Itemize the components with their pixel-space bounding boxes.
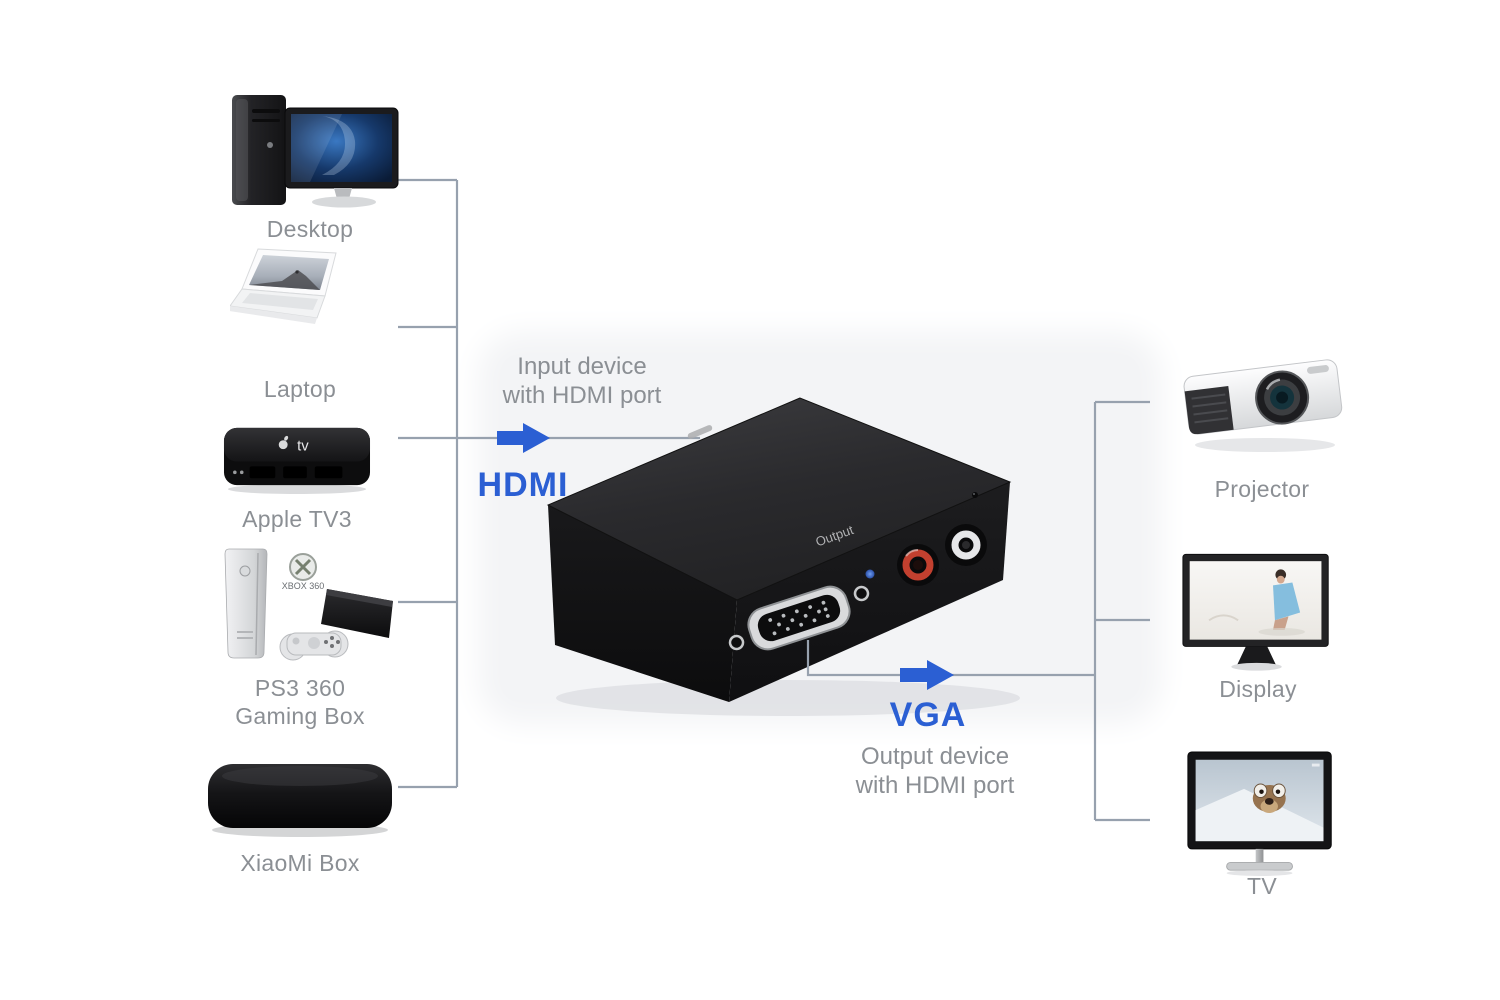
gaming-consoles-label-line2: Gaming Box xyxy=(235,703,365,729)
converter-left-face xyxy=(548,505,737,702)
xiaomi-box-icon xyxy=(208,764,392,837)
input-annotation-line2: with HDMI port xyxy=(502,382,662,409)
xbox-logo-text: XBOX 360 xyxy=(282,581,325,591)
tv-screen-character xyxy=(1252,783,1286,814)
vga-port-label: VGA xyxy=(889,696,967,734)
apple-tv-icon: tv xyxy=(223,427,371,495)
device-xiaomi-box xyxy=(200,760,400,845)
device-tv xyxy=(1184,750,1339,883)
output-annotation-line1: Output device xyxy=(860,743,1010,770)
hdmi-arrow-icon xyxy=(497,423,550,453)
hdmi-port-marking xyxy=(687,425,713,439)
desktop-icon xyxy=(232,95,399,208)
vga-port xyxy=(728,585,870,651)
laptop-label: Laptop xyxy=(263,376,337,402)
projector-label: Projector xyxy=(1214,476,1310,502)
gaming-consoles-label-line1: PS3 360 xyxy=(254,675,346,701)
apple-tv-label: Apple TV3 xyxy=(242,506,352,532)
gaming-consoles-label: PS3 360 Gaming Box xyxy=(200,674,400,730)
laptop-icon xyxy=(229,248,337,324)
output-annotation-line2: with HDMI port xyxy=(855,772,1015,799)
apple-logo-icon xyxy=(278,440,288,450)
rca-jack-red xyxy=(897,544,939,586)
apple-tv-logo-text: tv xyxy=(297,439,309,455)
vga-arrow-icon xyxy=(900,660,954,690)
output-annotation: Output device with HDMI port xyxy=(815,742,1055,800)
converter-shadow xyxy=(556,680,1020,716)
converter-top-face xyxy=(546,397,1012,601)
hdmi-port-label: HDMI xyxy=(477,466,569,504)
power-led xyxy=(865,569,875,579)
rca-jack-white xyxy=(945,524,987,566)
input-annotation-line1: Input device xyxy=(517,353,647,380)
display-label: Display xyxy=(1219,676,1297,702)
desktop-label: Desktop xyxy=(266,216,354,242)
input-annotation: Input device with HDMI port xyxy=(462,352,702,410)
device-apple-tv: tv xyxy=(218,422,376,501)
display-icon xyxy=(1182,553,1329,671)
gaming-consoles-icon: XBOX 360 xyxy=(224,548,393,661)
device-display xyxy=(1180,552,1335,679)
vga-line xyxy=(806,640,1095,677)
tv-icon xyxy=(1187,751,1332,876)
device-laptop xyxy=(229,248,370,345)
device-projector xyxy=(1170,348,1355,461)
converter-box: Output xyxy=(546,397,1020,716)
converter-front-face xyxy=(729,482,1010,702)
xiaomi-box-label: XiaoMi Box xyxy=(240,850,360,876)
projector-icon xyxy=(1183,359,1343,452)
device-gaming-consoles: XBOX 360 xyxy=(215,543,395,672)
device-desktop xyxy=(222,83,402,218)
tv-label: TV xyxy=(1247,873,1277,899)
controller-icon xyxy=(279,630,349,661)
